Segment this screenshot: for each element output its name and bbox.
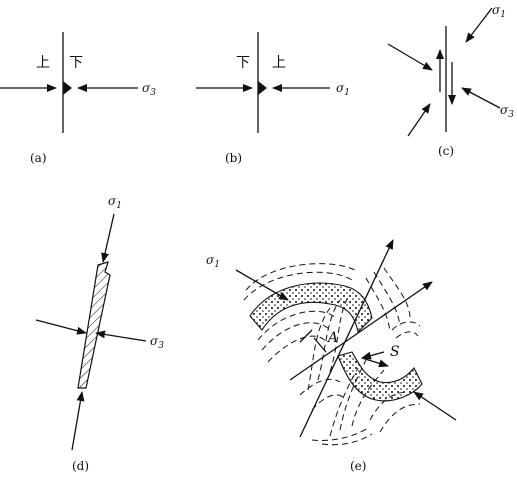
label-up-a: 上 <box>36 55 50 71</box>
stress-arrow-se-c <box>461 87 501 109</box>
dotted-layer-lower-e <box>337 351 423 402</box>
panel-d: σ1 σ3 (d) <box>35 194 164 473</box>
label-down-b: 下 <box>236 55 250 71</box>
stress-right-label-d: σ3 <box>150 334 164 351</box>
stress-top-label-c: σ1 <box>492 3 506 20</box>
axial-trace-line-e <box>299 239 394 438</box>
panel-a: 上 下 σ3 (a) <box>0 32 156 165</box>
stress-arrow-nw-e <box>235 269 289 301</box>
caption-d: (d) <box>72 459 89 473</box>
triangle-marker-a <box>63 81 72 95</box>
label-s-e: S <box>390 344 400 360</box>
stress-arrow-bottom-d <box>71 391 85 451</box>
stress-arrow-top-d <box>101 213 115 263</box>
stress-arrow-right-d <box>95 330 147 342</box>
stress-bottom-label-c: σ3 <box>500 103 514 120</box>
triangle-marker-b <box>258 81 267 95</box>
stress-arrow-se-e <box>413 391 457 421</box>
stress-arrow-left-d <box>35 319 87 335</box>
vein-band-d <box>77 261 111 389</box>
s-arrow-left-e <box>361 351 385 360</box>
label-up-b: 上 <box>272 55 286 71</box>
stress-top-label-d: σ1 <box>108 194 122 211</box>
a-marker-line-e <box>313 337 327 353</box>
s-arrow-right-e <box>361 357 389 368</box>
a-short-arrow-e <box>299 329 313 343</box>
caption-e: (e) <box>350 459 366 473</box>
stress-label-e: σ1 <box>206 253 220 270</box>
stress-arrow-sw-c <box>407 103 431 137</box>
label-down-a: 下 <box>69 55 83 71</box>
stress-arrow-nw-c <box>387 43 433 71</box>
caption-b: (b) <box>225 151 242 165</box>
caption-c: (c) <box>438 144 454 158</box>
fold-trace-line-e <box>289 281 433 381</box>
panel-e: σ1 A S (e) <box>206 239 457 473</box>
dashed-fold-layers-e <box>243 263 421 446</box>
stress-label-a: σ3 <box>142 81 156 98</box>
stress-arrow-ne-c <box>465 7 493 43</box>
stress-label-b: σ1 <box>336 81 350 98</box>
caption-a: (a) <box>30 151 47 165</box>
panel-c: σ1 σ3 (c) <box>387 3 514 158</box>
panel-b: 下 上 σ1 (b) <box>196 32 350 165</box>
label-a-e: A <box>326 330 338 346</box>
